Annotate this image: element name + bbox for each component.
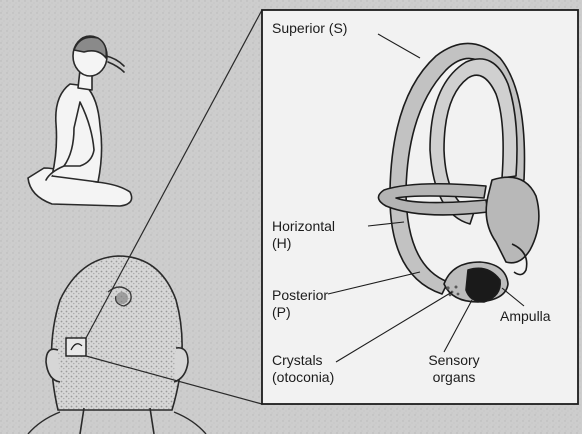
label-sensory-organs: Sensory organs — [414, 352, 494, 386]
label-posterior: Posterior (P) — [272, 287, 328, 321]
label-ampulla-text: Ampulla — [500, 308, 551, 325]
label-horizontal-line1: Horizontal — [272, 218, 335, 235]
label-superior: Superior (S) — [272, 20, 347, 37]
label-ampulla: Ampulla — [500, 308, 551, 325]
label-posterior-line1: Posterior — [272, 287, 328, 304]
label-posterior-line2: (P) — [272, 304, 328, 321]
label-superior-text: Superior (S) — [272, 20, 347, 37]
label-horizontal-line2: (H) — [272, 235, 335, 252]
label-crystals-line1: Crystals — [272, 352, 334, 369]
label-sensory-line1: Sensory — [414, 352, 494, 369]
label-sensory-line2: organs — [414, 369, 494, 386]
label-crystals: Crystals (otoconia) — [272, 352, 334, 386]
label-crystals-line2: (otoconia) — [272, 369, 334, 386]
label-horizontal: Horizontal (H) — [272, 218, 335, 252]
